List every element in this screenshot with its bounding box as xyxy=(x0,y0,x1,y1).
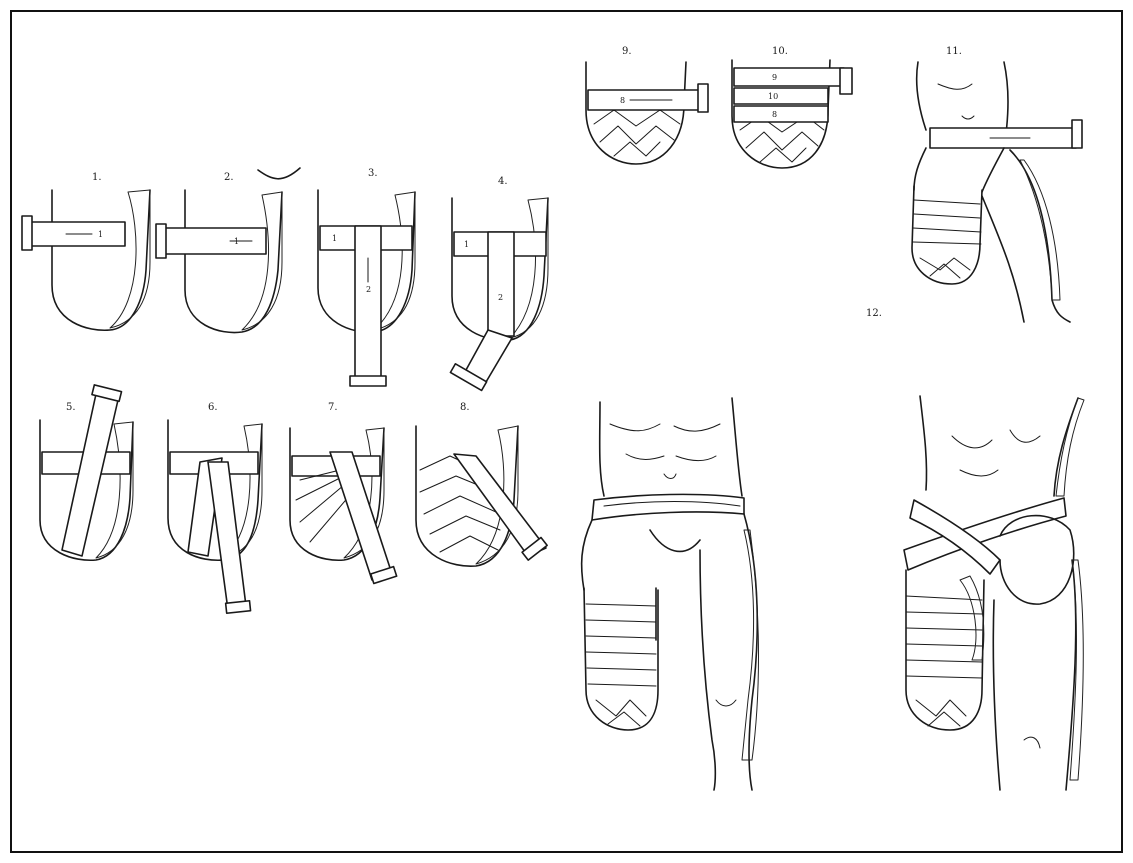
front-chest-lines xyxy=(610,424,720,431)
step-10-band-middle xyxy=(734,88,828,104)
step-2-band-number: 1 xyxy=(234,237,239,246)
step-5-diagonal-band xyxy=(62,394,118,556)
step-8-diagonal-band xyxy=(454,454,546,556)
step-9-stump-outline xyxy=(586,62,686,164)
step-10-band-number-8: 8 xyxy=(772,110,777,119)
step-2-stump-outline xyxy=(185,190,282,333)
front-knee-lines xyxy=(716,700,736,706)
step-5-panel: 5. xyxy=(40,385,133,560)
step-10-band-bottom xyxy=(734,106,828,122)
front-torso-right xyxy=(732,398,742,496)
back-muscle-lines xyxy=(952,430,1040,476)
back-knee-lines xyxy=(1024,737,1040,748)
back-left-leg xyxy=(993,560,1076,790)
step-11-bandage-roll xyxy=(1072,120,1082,148)
step-9-panel: 9. 8 xyxy=(586,46,708,164)
step-10-herringbone xyxy=(740,116,824,162)
step-4-band-number-2: 2 xyxy=(498,293,503,302)
step-4-panel: 4. 1 2 xyxy=(450,176,548,390)
step-2-label: 2. xyxy=(224,172,234,183)
step-1-panel: 1. 1 xyxy=(22,172,150,330)
step-1-band-number: 1 xyxy=(98,230,103,239)
step-9-bandage-roll xyxy=(698,84,708,112)
front-stump-wraps xyxy=(586,604,656,686)
step-4-band-number-1: 1 xyxy=(464,240,469,249)
step-10-panel: 10. 9 10 8 xyxy=(732,46,852,168)
front-view-figure xyxy=(582,398,759,790)
step-6-label: 6. xyxy=(208,402,218,413)
front-torso-left xyxy=(600,402,604,496)
step-11-torso-left xyxy=(917,62,926,130)
step-7-label: 7. xyxy=(328,402,338,413)
front-stump xyxy=(584,588,658,730)
back-view-figure xyxy=(904,396,1084,790)
step-1-bandage-roll xyxy=(22,216,32,250)
step-10-label: 10. xyxy=(772,46,788,57)
front-abdomen-lines xyxy=(626,454,716,479)
step-11-chest-lines xyxy=(938,84,974,119)
step-11-right-leg-shadow xyxy=(1020,160,1060,300)
step-12-label: 12. xyxy=(866,308,882,319)
step-1-stump-shadow xyxy=(110,190,150,328)
step-9-herringbone xyxy=(594,110,680,156)
step-8-panel: 8. xyxy=(416,402,547,566)
step-8-label: 8. xyxy=(460,402,470,413)
step-11-panel: 11. 12. xyxy=(866,46,1082,322)
step-7-panel: 7. xyxy=(290,402,397,584)
step-11-groin xyxy=(914,148,1004,192)
step-9-label: 9. xyxy=(622,46,632,57)
step-6-bandage-roll xyxy=(226,601,251,613)
step-3-bandage-roll xyxy=(350,376,386,386)
step-4-stump-shadow xyxy=(510,198,548,338)
step-11-right-leg xyxy=(982,150,1070,322)
step-6-cross-band-b xyxy=(208,462,246,610)
step-4-vertical-band xyxy=(488,232,514,336)
step-1-label: 1. xyxy=(92,172,102,183)
step-6-panel: 6. xyxy=(168,402,262,613)
front-hip-left xyxy=(582,520,592,590)
step-10-band-number-10: 10 xyxy=(768,92,778,101)
step-8-herringbone xyxy=(420,456,500,552)
back-torso-left xyxy=(920,396,927,490)
back-stump-wraps xyxy=(906,596,982,678)
step-3-band-number-1: 1 xyxy=(332,234,337,243)
step-2-panel: 2. 1 xyxy=(156,168,300,333)
step-2-thigh-edge xyxy=(258,168,300,179)
step-4-label: 4. xyxy=(498,176,508,187)
step-11-label: 11. xyxy=(946,46,962,57)
back-torso-shadow xyxy=(1056,398,1084,496)
step-10-band-number-9: 9 xyxy=(772,73,777,82)
step-3-panel: 3. 1 2 xyxy=(318,168,415,386)
step-5-label: 5. xyxy=(66,402,76,413)
step-10-bandage-roll xyxy=(840,68,852,94)
step-11-stump-herringbone xyxy=(920,258,970,278)
step-2-stump-shadow xyxy=(242,192,282,330)
step-9-band-number: 8 xyxy=(620,96,625,105)
step-11-stump-wraps xyxy=(913,200,981,244)
front-waist-bands xyxy=(592,494,744,520)
step-11-torso-right xyxy=(1004,62,1008,134)
step-3-vertical-band xyxy=(355,226,381,380)
step-3-band-number-2: 2 xyxy=(366,285,371,294)
step-10-band-top xyxy=(734,68,844,86)
step-2-bandage-roll xyxy=(156,224,166,258)
back-stump-shadow xyxy=(960,576,984,660)
back-left-leg-shadow xyxy=(1070,560,1083,780)
step-3-label: 3. xyxy=(368,168,378,179)
